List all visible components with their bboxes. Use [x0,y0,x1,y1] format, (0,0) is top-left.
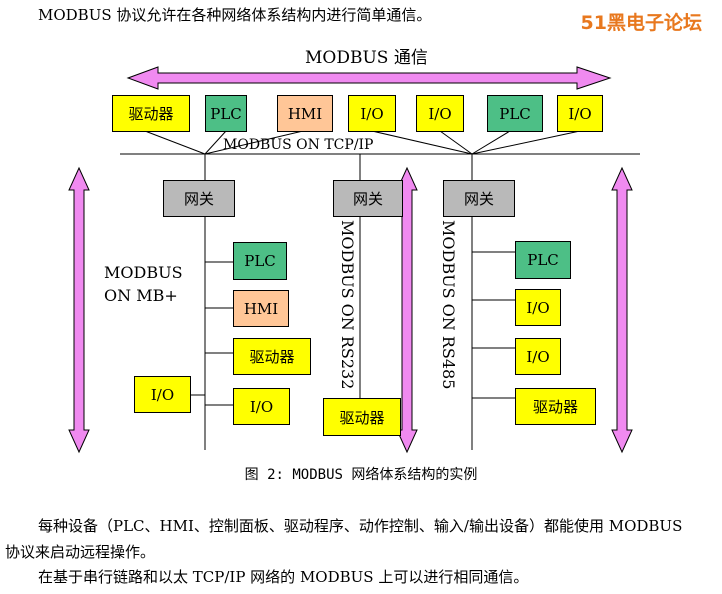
top-device-plc-1: PLC [205,95,247,132]
rs485-device-drive: 驱动器 [515,388,596,425]
gateway-rs485: 网关 [443,180,515,217]
paragraph-2: 在基于串行链路和以太 TCP/IP 网络的 MODBUS 上可以进行相同通信。 [38,568,529,586]
intro-text: MODBUS 协议允许在各种网络体系结构内进行简单通信。 [38,6,432,24]
rs485-trunk [471,217,515,450]
paragraph-1-line-1: 每种设备（PLC、HMI、控制面板、驱动程序、动作控制、输入/输出设备）都能使用… [38,517,683,535]
mbplus-label-line2: ON MB+ [104,286,178,305]
top-device-hmi: HMI [277,95,333,132]
mbplus-device-io: I/O [233,388,290,425]
top-device-io-2: I/O [416,95,464,132]
top-device-io-3: I/O [557,95,603,132]
rs485-double-arrow [611,166,633,454]
gateway-mbplus: 网关 [163,180,235,217]
rs485-label: MODBUS ON RS485 [439,220,458,390]
top-device-links [144,130,581,155]
mbplus-side-device-io: I/O [134,376,191,413]
rs485-device-io-2: I/O [515,338,561,375]
modbus-comm-label: MODBUS 通信 [305,48,428,68]
rs232-device-drive: 驱动器 [323,398,401,436]
mbplus-trunk [191,217,233,450]
gateway-links [204,154,473,180]
tcp-ip-label: MODBUS ON TCP/IP [223,137,374,153]
mbplus-device-plc: PLC [233,242,287,280]
top-device-io-1: I/O [348,95,396,132]
forum-watermark: 51黑电子论坛 [580,12,702,34]
mbplus-label-line1: MODBUS [104,263,183,282]
rs485-device-io-1: I/O [515,289,561,326]
mbplus-double-arrow [68,166,90,454]
gateway-rs232: 网关 [333,180,403,217]
rs485-device-plc: PLC [515,241,571,279]
top-device-plc-2: PLC [487,95,543,132]
top-device-drive: 驱动器 [112,95,190,132]
paragraph-1-line-2: 协议来启动远程操作。 [5,543,156,561]
mbplus-device-hmi: HMI [233,290,289,327]
figure-caption: 图 2: MODBUS 网络体系结构的实例 [244,467,478,483]
top-double-arrow [126,66,612,90]
mbplus-device-drive: 驱动器 [233,338,311,375]
rs232-label: MODBUS ON RS232 [338,220,357,390]
network-diagram [68,66,640,454]
